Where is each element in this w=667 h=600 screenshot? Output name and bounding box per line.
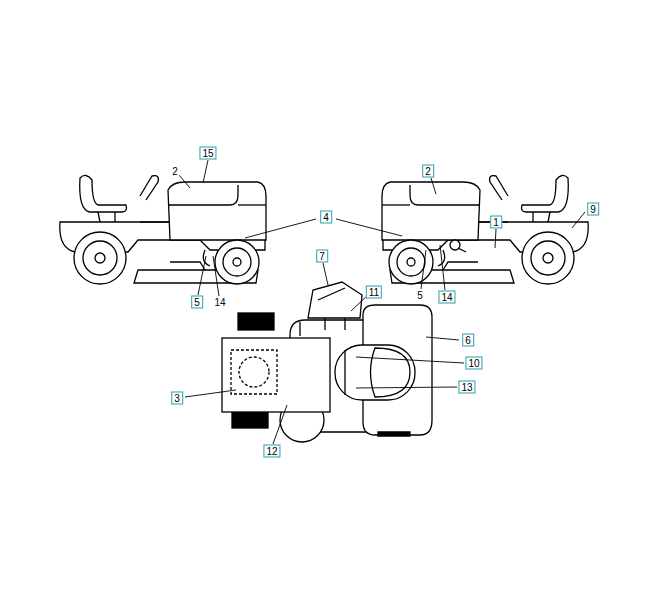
callout-number: 2 — [422, 165, 434, 178]
callout-number: 12 — [263, 445, 280, 458]
callout-number: 14 — [213, 297, 226, 308]
callout-number: 10 — [465, 357, 482, 370]
callout-number: 9 — [587, 203, 599, 216]
callout-number: 3 — [171, 392, 183, 405]
callout-number: 15 — [199, 147, 216, 160]
callout-number: 2 — [171, 166, 179, 177]
callout-number: 5 — [191, 296, 203, 309]
callout-number: 13 — [458, 381, 475, 394]
callout-number: 11 — [366, 286, 382, 299]
callout-number: 5 — [416, 290, 424, 301]
callout-number: 4 — [320, 211, 332, 224]
callout-number: 1 — [490, 216, 502, 229]
callout-number: 6 — [462, 334, 474, 347]
callout-number: 7 — [316, 250, 328, 263]
callout-number: 14 — [438, 291, 455, 304]
